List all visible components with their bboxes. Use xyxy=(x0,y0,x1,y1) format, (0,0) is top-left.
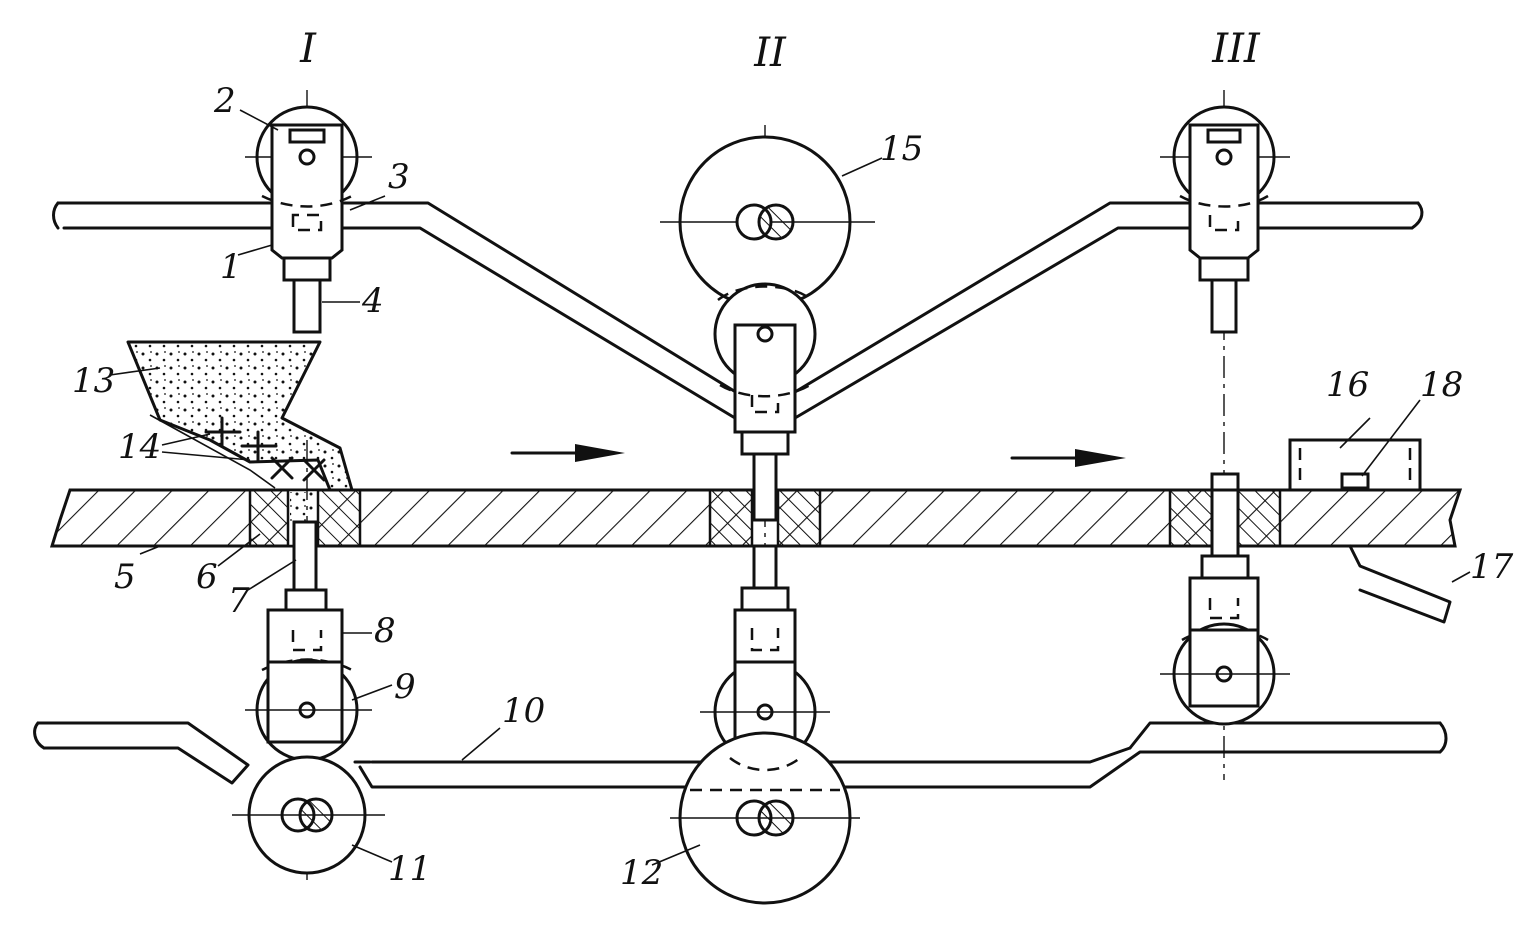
label-17: 17 xyxy=(1470,547,1514,587)
station-label-3: III xyxy=(1211,26,1261,72)
label-5: 5 xyxy=(114,557,136,597)
label-3: 3 xyxy=(388,157,410,197)
label-15: 15 xyxy=(880,129,923,169)
label-8: 8 xyxy=(374,611,396,651)
lower-cam-track xyxy=(33,721,1448,789)
label-10: 10 xyxy=(502,691,545,731)
label-4: 4 xyxy=(361,281,384,321)
label-9: 9 xyxy=(394,667,416,707)
label-13: 13 xyxy=(72,361,115,401)
label-11: 11 xyxy=(388,849,431,889)
stirrer-blades xyxy=(204,416,326,482)
station-label-2: II xyxy=(753,30,787,76)
station-1 xyxy=(232,90,385,880)
feed-direction-arrows xyxy=(510,444,1126,467)
label-12: 12 xyxy=(620,853,663,893)
station-label-1: I xyxy=(299,26,317,72)
leader-lines xyxy=(109,109,1471,866)
part-collector xyxy=(1288,438,1452,624)
station-3 xyxy=(1160,90,1290,780)
label-2: 2 xyxy=(213,81,236,121)
label-7: 7 xyxy=(228,581,250,621)
label-1: 1 xyxy=(220,247,242,287)
station-2 xyxy=(660,125,875,905)
label-16: 16 xyxy=(1326,365,1369,405)
label-6: 6 xyxy=(196,557,218,597)
label-14: 14 xyxy=(118,427,161,467)
powder-hopper xyxy=(126,340,354,492)
label-18: 18 xyxy=(1420,365,1463,405)
